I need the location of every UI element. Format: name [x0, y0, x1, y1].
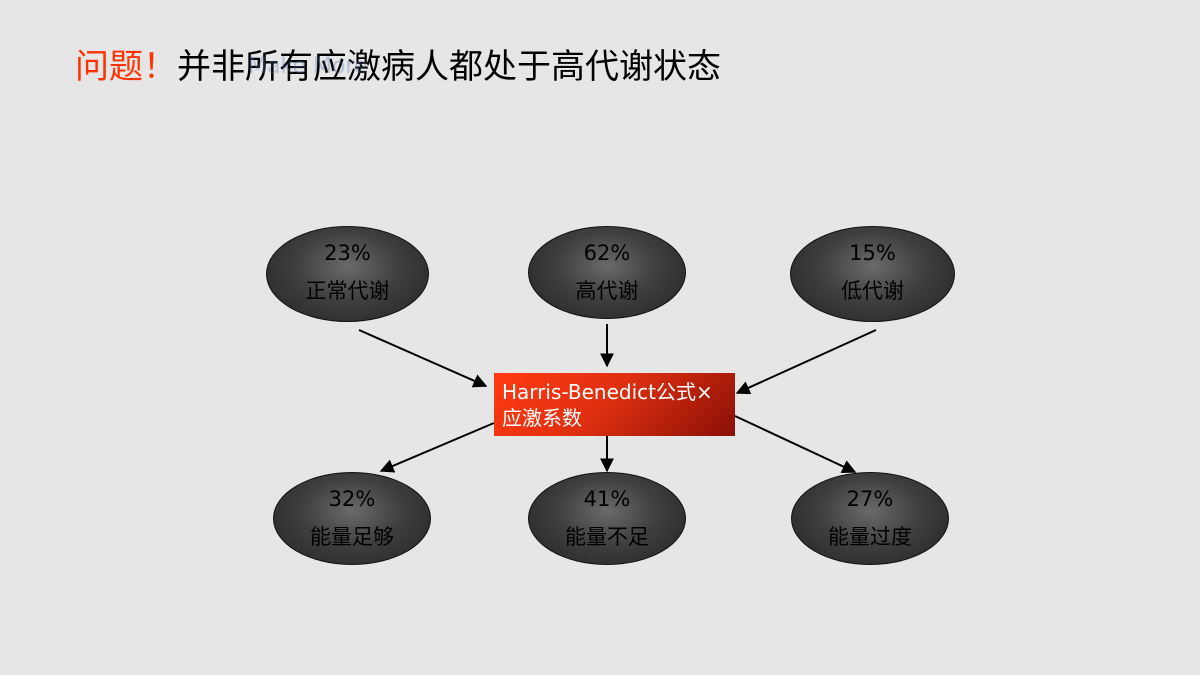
- formula-line-1: Harris-Benedict公式×: [502, 380, 713, 404]
- arrow-low-to-formula: [735, 329, 877, 395]
- title-prefix: 问题！: [75, 47, 177, 87]
- slide-title: 问题！并非所有应激病人都处于高代谢状态: [75, 44, 721, 90]
- node-energy-excess: 27% 能量过度: [791, 472, 949, 565]
- node-label: 能量过度: [828, 525, 912, 549]
- node-label: 能量不足: [565, 525, 649, 549]
- node-label: 能量足够: [310, 525, 394, 549]
- node-label: 正常代谢: [305, 279, 390, 303]
- node-percent: 41%: [583, 487, 631, 511]
- formula-line-2: 应激系数: [502, 406, 582, 430]
- formula-box: Harris-Benedict公式× 应激系数: [494, 373, 735, 436]
- node-energy-sufficient: 32% 能量足够: [273, 472, 431, 565]
- arrow-normal-to-formula: [358, 329, 488, 388]
- arrow-formula-to-excess: [734, 415, 857, 474]
- node-percent: 23%: [324, 241, 371, 265]
- node-low-metabolism: 15% 低代谢: [790, 226, 955, 322]
- node-normal-metabolism: 23% 正常代谢: [266, 226, 429, 322]
- arrow-formula-to-sufficient: [379, 422, 495, 473]
- title-main: 并非所有应激病人都处于高代谢状态: [177, 47, 721, 87]
- node-high-metabolism: 62% 高代谢: [528, 226, 686, 319]
- node-label: 高代谢: [575, 279, 639, 303]
- node-percent: 27%: [846, 487, 894, 511]
- node-percent: 32%: [328, 487, 376, 511]
- node-label: 低代谢: [841, 279, 904, 303]
- node-percent: 15%: [849, 241, 896, 265]
- node-energy-insufficient: 41% 能量不足: [528, 472, 686, 565]
- node-percent: 62%: [583, 241, 631, 265]
